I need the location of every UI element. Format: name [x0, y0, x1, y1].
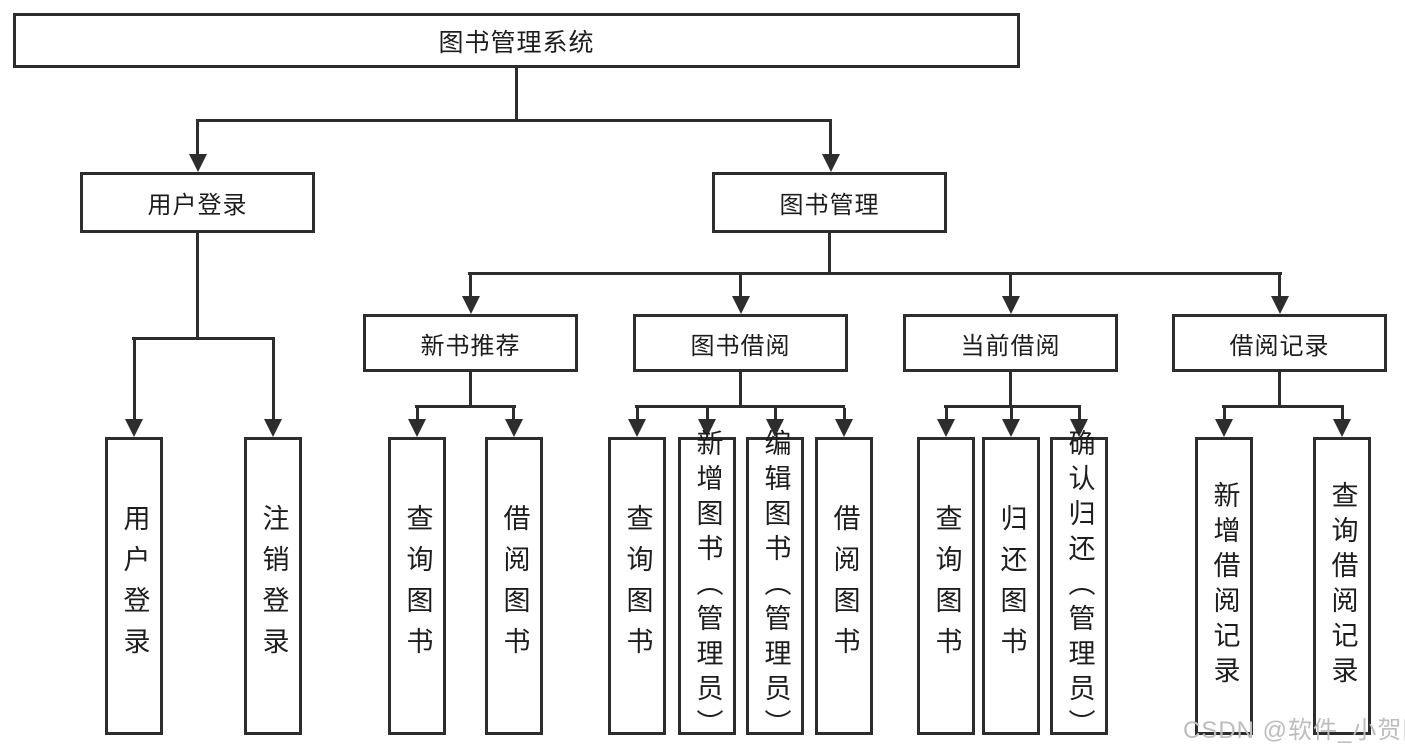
edge-borrow-drop: [739, 372, 742, 408]
arrowhead-down: [125, 419, 143, 437]
edge-book-mgmt-drop: [828, 233, 831, 275]
edge-stem-book-borrow: [739, 275, 742, 296]
edge-stem-leaf: [774, 408, 777, 419]
edge-records-span: [1222, 405, 1344, 408]
edge-stem-leaf: [1223, 408, 1226, 419]
watermark: CSDN @软件_小贺同学: [1183, 717, 1405, 744]
arrowhead-down: [462, 296, 480, 314]
node-label: 确认归还（管理员）: [1064, 428, 1095, 744]
edge-stem-leaf: [1341, 408, 1344, 419]
leaf-borrow-books-borrowing: 借阅图书: [815, 437, 873, 735]
leaf-edit-books-admin: 编辑图书（管理员）: [746, 429, 804, 744]
edge-stem-leaf: [416, 408, 419, 419]
node-label: 用户登录: [147, 192, 248, 219]
edge-stem-leaf: [512, 408, 515, 419]
edge-root-drop: [515, 68, 518, 122]
edge-stem-borrow-records: [1278, 275, 1281, 296]
arrowhead-down: [264, 419, 282, 437]
arrowhead-down: [822, 154, 840, 172]
node-new-book-recommend: 新书推荐: [363, 314, 578, 372]
node-label: 注销登录: [258, 504, 289, 668]
arrowhead-down: [1070, 419, 1088, 437]
node-label: 归还图书: [996, 504, 1027, 668]
node-label: 查询图书: [402, 504, 433, 668]
arrowhead-down: [1271, 296, 1289, 314]
node-label: 借阅图书: [499, 504, 530, 668]
edge-user-login-drop: [196, 233, 199, 339]
edge-root-span: [196, 119, 832, 122]
arrowhead-down: [698, 419, 716, 437]
arrowhead-down: [766, 419, 784, 437]
edge-stem-leaf: [843, 408, 846, 419]
node-user-login: 用户登录: [80, 172, 315, 233]
node-label: 查询借阅记录: [1327, 481, 1358, 691]
edge-current-span: [944, 405, 1081, 408]
arrowhead-down: [505, 419, 523, 437]
node-label: 新增借阅记录: [1209, 481, 1240, 691]
node-borrowing-records: 借阅记录: [1172, 314, 1387, 372]
leaf-borrow-books-recommend: 借阅图书: [485, 437, 543, 735]
arrowhead-down: [937, 419, 955, 437]
node-label: 图书管理系统: [438, 28, 595, 57]
arrowhead-down: [835, 419, 853, 437]
edge-stem-user-login: [196, 122, 199, 154]
node-label: 借阅图书: [829, 504, 860, 668]
edge-stem-leaf: [1010, 408, 1013, 419]
node-label: 新增图书（管理员）: [692, 428, 723, 744]
leaf-confirm-return-admin: 确认归还（管理员）: [1050, 429, 1108, 744]
node-label: 借阅记录: [1229, 332, 1330, 360]
node-current-borrowing: 当前借阅: [903, 314, 1118, 372]
edge-records-drop: [1278, 372, 1281, 408]
node-book-management: 图书管理: [712, 172, 947, 233]
arrowhead-down: [1002, 419, 1020, 437]
leaf-query-books-recommend: 查询图书: [388, 437, 446, 735]
edge-rec-drop: [469, 372, 472, 408]
leaf-add-borrow-record: 新增借阅记录: [1195, 437, 1253, 735]
edge-stem-book-mgmt: [829, 122, 832, 154]
leaf-return-books: 归还图书: [982, 437, 1040, 735]
node-label: 用户登录: [119, 504, 150, 668]
node-label: 新书推荐: [420, 332, 521, 360]
leaf-query-borrow-record: 查询借阅记录: [1313, 437, 1371, 735]
edge-stem-leaf: [945, 408, 948, 419]
node-label: 查询图书: [622, 504, 653, 668]
arrowhead-down: [1002, 296, 1020, 314]
leaf-user-login: 用户登录: [105, 437, 163, 735]
node-label: 当前借阅: [960, 332, 1061, 360]
edge-borrow-span: [635, 405, 845, 408]
edge-book-mgmt-span: [468, 272, 1282, 275]
edge-stem-leaf: [133, 340, 136, 419]
edge-stem-leaf: [1078, 408, 1081, 419]
edge-stem-leaf: [706, 408, 709, 419]
edge-rec-span: [415, 405, 516, 408]
arrowhead-down: [628, 419, 646, 437]
edge-user-login-span: [132, 337, 275, 340]
node-book-management-system: 图书管理系统: [13, 13, 1020, 68]
leaf-add-books-admin: 新增图书（管理员）: [678, 429, 736, 744]
node-label: 图书借阅: [690, 332, 791, 360]
node-label: 编辑图书（管理员）: [760, 428, 791, 744]
arrowhead-down: [732, 296, 750, 314]
node-label: 图书管理: [779, 192, 880, 219]
edge-stem-leaf: [636, 408, 639, 419]
edge-stem-leaf: [272, 340, 275, 419]
edge-stem-new-book-rec: [469, 275, 472, 296]
arrowhead-down: [408, 419, 426, 437]
edge-current-drop: [1009, 372, 1012, 408]
edge-stem-current-borrow: [1009, 275, 1012, 296]
arrowhead-down: [1333, 419, 1351, 437]
arrowhead-down: [1215, 419, 1233, 437]
leaf-query-books-current: 查询图书: [917, 437, 975, 735]
node-book-borrowing: 图书借阅: [633, 314, 848, 372]
leaf-logout: 注销登录: [244, 437, 302, 735]
arrowhead-down: [189, 154, 207, 172]
node-label: 查询图书: [931, 504, 962, 668]
leaf-query-books-borrowing: 查询图书: [608, 437, 666, 735]
